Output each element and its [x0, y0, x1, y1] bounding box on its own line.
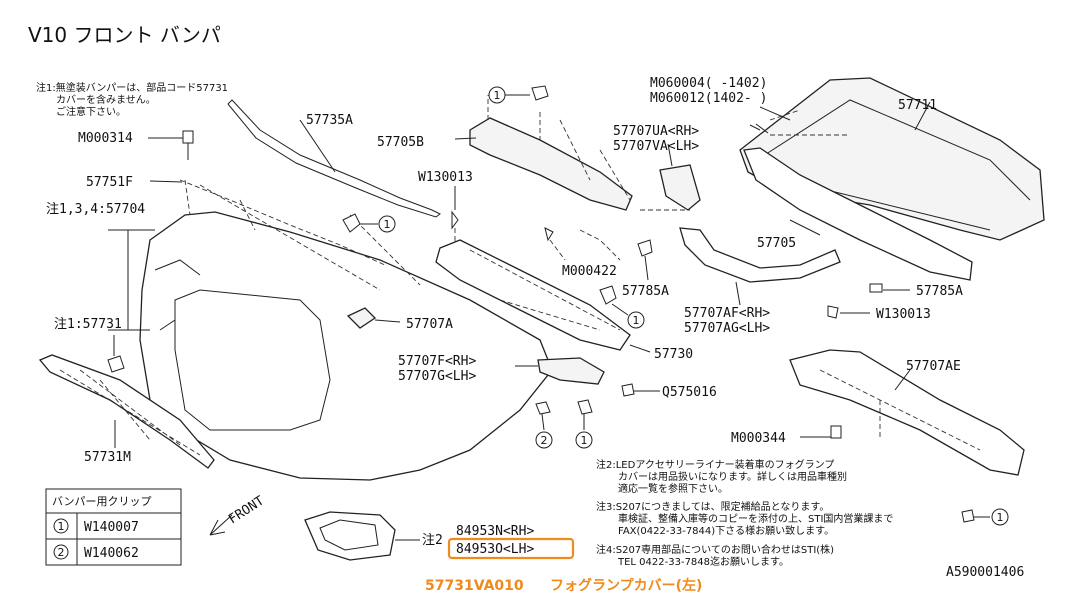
label-57730: 57730: [654, 347, 693, 362]
label-57707G: 57707G<LH>: [398, 369, 476, 384]
highlight-box: [447, 537, 575, 560]
label-note2-prefix: 注2: [422, 533, 443, 548]
diagram-title: V10 フロント バンパ: [28, 23, 221, 47]
notes-block: 注2:LEDアクセサリーライナー装着車のフォグランプ カバーは用品扱いになります…: [596, 458, 893, 568]
label-57707F: 57707F<RH>: [398, 354, 476, 369]
label-57707A: 57707A: [406, 317, 453, 332]
callout-1-top-text: 1: [494, 89, 501, 102]
clip-row-1-part: W140007: [84, 520, 139, 535]
note-3-line-1: 注3:S207につきましては、限定補給品となります。: [596, 500, 829, 513]
label-57705B: 57705B: [377, 135, 424, 150]
label-84953O: 84953O<LH>: [456, 542, 534, 557]
callout-1-right: 1: [991, 508, 1009, 526]
note-1: 注1:無塗装バンパーは、部品コード57731 カバーを含みません。 ご注意下さい…: [36, 81, 228, 118]
note-3-line-3: FAX(0422-33-7844)下さる様お願い致します。: [618, 524, 834, 537]
callout-1-right-text: 1: [997, 511, 1004, 524]
note-1-line-1: 注1:無塗装バンパーは、部品コード57731: [36, 81, 228, 94]
callout-1-mid: 1: [627, 311, 645, 329]
callout-1-clip-text: 1: [384, 218, 391, 231]
label-M000314: M000314: [78, 131, 133, 146]
label-W130013-top: W130013: [418, 170, 473, 185]
note-4-line-1: 注4:S207専用部品についてのお問い合わせはSTI(株): [596, 543, 834, 556]
note-2-line-3: 適応一覧を参照下さい。: [618, 482, 728, 495]
label-57731M: 57731M: [84, 450, 131, 465]
note-1-line-2: カバーを含みません。: [56, 93, 156, 106]
label-84953N: 84953N<RH>: [456, 524, 534, 539]
clip-row-1-num: 1: [58, 520, 65, 533]
label-Q575016: Q575016: [662, 385, 717, 400]
note-2-line-2: カバーは用品扱いになります。詳しくは用品車種別: [618, 470, 847, 483]
label-M060004: M060004( -1402): [650, 76, 767, 91]
clip-table: バンパー用クリップ 1 W140007 2 W140062: [45, 488, 182, 566]
label-57707AE: 57707AE: [906, 359, 961, 374]
label-57785A-right: 57785A: [916, 284, 963, 299]
label-front: FRONT: [226, 493, 267, 527]
note-1-line-3: ご注意下さい。: [56, 105, 126, 118]
label-57707UA: 57707UA<RH>: [613, 124, 699, 139]
note-4-line-2: TEL 0422-33-7848迄お願いします。: [617, 555, 789, 568]
part-labels: 57735A 57705B 57711 M000314 57751F W1300…: [46, 76, 1024, 580]
clip-row-2-num: 2: [58, 546, 65, 559]
label-57705: 57705: [757, 236, 796, 251]
callouts: 1 1 1 2 1 1: [378, 85, 1009, 526]
callout-1-low-text: 1: [581, 434, 588, 447]
callout-1-clip: 1: [378, 215, 396, 233]
label-57704: 注1,3,4:57704: [46, 202, 145, 217]
note-3-line-2: 車検証、整備入庫等のコピーを添付の上、STI国内営業課まで: [618, 512, 893, 525]
label-57785A-left: 57785A: [622, 284, 669, 299]
callout-1-top: 1: [488, 85, 549, 104]
label-M000422: M000422: [562, 264, 617, 279]
clip-table-header: バンパー用クリップ: [52, 495, 152, 508]
callout-1-low: 1: [575, 431, 593, 449]
label-57731: 注1:57731: [54, 317, 122, 332]
note-2-line-1: 注2:LEDアクセサリーライナー装着車のフォグランプ: [596, 458, 834, 471]
caption-part-name: フォグランプカバー(左): [550, 577, 702, 594]
label-57751F: 57751F: [86, 175, 133, 190]
drawing-geometry: [38, 77, 1045, 561]
label-W130013-right: W130013: [876, 307, 931, 322]
label-57707AF: 57707AF<RH>: [684, 306, 770, 321]
label-57707VA: 57707VA<LH>: [613, 139, 699, 154]
label-57735A: 57735A: [306, 113, 353, 128]
label-M060012: M060012(1402- ): [650, 91, 767, 106]
callout-2-text: 2: [541, 434, 548, 447]
caption-part-number: 57731VA010: [425, 578, 524, 594]
caption: 57731VA010 フォグランプカバー(左): [425, 577, 702, 594]
reference-code: A590001406: [946, 565, 1024, 580]
clip-row-2-part: W140062: [84, 546, 139, 561]
label-M000344: M000344: [731, 431, 786, 446]
callout-2: 2: [535, 431, 553, 449]
callout-1-mid-text: 1: [633, 314, 640, 327]
label-57707AG: 57707AG<LH>: [684, 321, 770, 336]
label-57711: 57711: [898, 98, 937, 113]
